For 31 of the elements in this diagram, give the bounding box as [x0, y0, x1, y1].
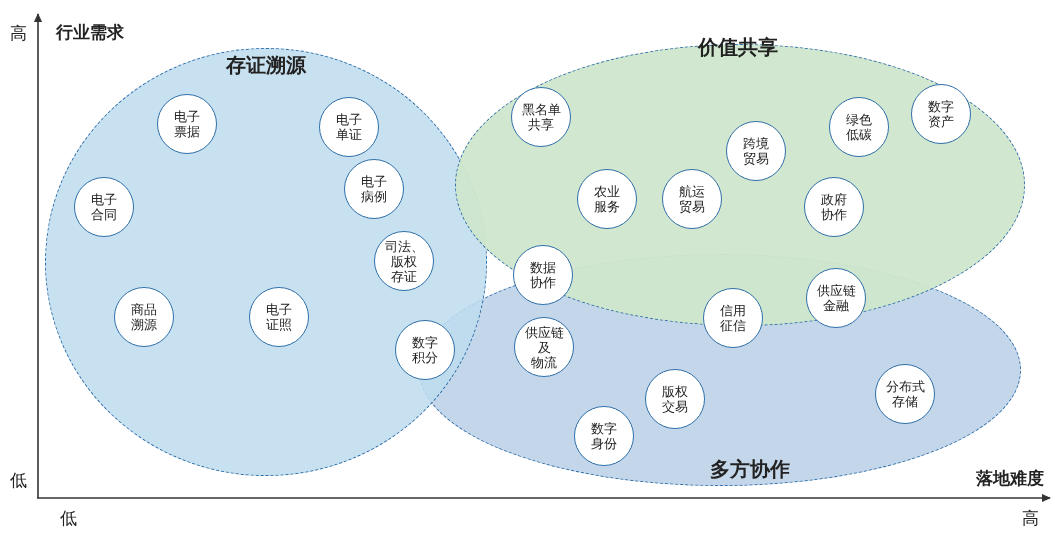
node-label: 电子病例 — [361, 174, 388, 205]
node-label: 政府协作 — [821, 192, 848, 223]
node-label: 分布式存储 — [885, 379, 925, 410]
node-label: 信用征信 — [720, 303, 746, 333]
node-label: 版权交易 — [662, 384, 689, 415]
axis-label: 低 — [9, 468, 27, 492]
axis-label: 高 — [9, 21, 27, 45]
node-label: 绿色低碳 — [846, 112, 873, 143]
axis-label: 低 — [59, 506, 77, 530]
axis-label: 高 — [1021, 506, 1039, 530]
node-label: 航运贸易 — [679, 184, 706, 215]
region-title: 价值共享 — [698, 33, 778, 61]
node-label: 农业服务 — [594, 184, 621, 215]
node-label: 数据协作 — [530, 260, 556, 290]
node-label: 跨境贸易 — [743, 136, 770, 167]
axis-label: 落地难度 — [976, 466, 1044, 490]
node-label: 供应链及物流 — [524, 324, 564, 370]
node-label: 商品溯源 — [131, 302, 158, 333]
region-title: 存证溯源 — [226, 51, 306, 79]
node-label: 电子证照 — [266, 302, 293, 333]
node-label: 电子票据 — [174, 109, 201, 140]
node-label: 黑名单共享 — [521, 102, 561, 133]
region-title: 多方协作 — [710, 455, 790, 483]
node-label: 电子合同 — [91, 192, 118, 223]
node-label: 数字身份 — [591, 421, 618, 452]
node-label: 电子单证 — [336, 112, 363, 143]
node-label: 数字资产 — [928, 99, 955, 130]
axis-label: 行业需求 — [56, 20, 124, 44]
node-label: 数字积分 — [412, 335, 438, 365]
node-label: 供应链金融 — [816, 283, 856, 313]
node-label: 司法、版权存证 — [384, 238, 424, 284]
